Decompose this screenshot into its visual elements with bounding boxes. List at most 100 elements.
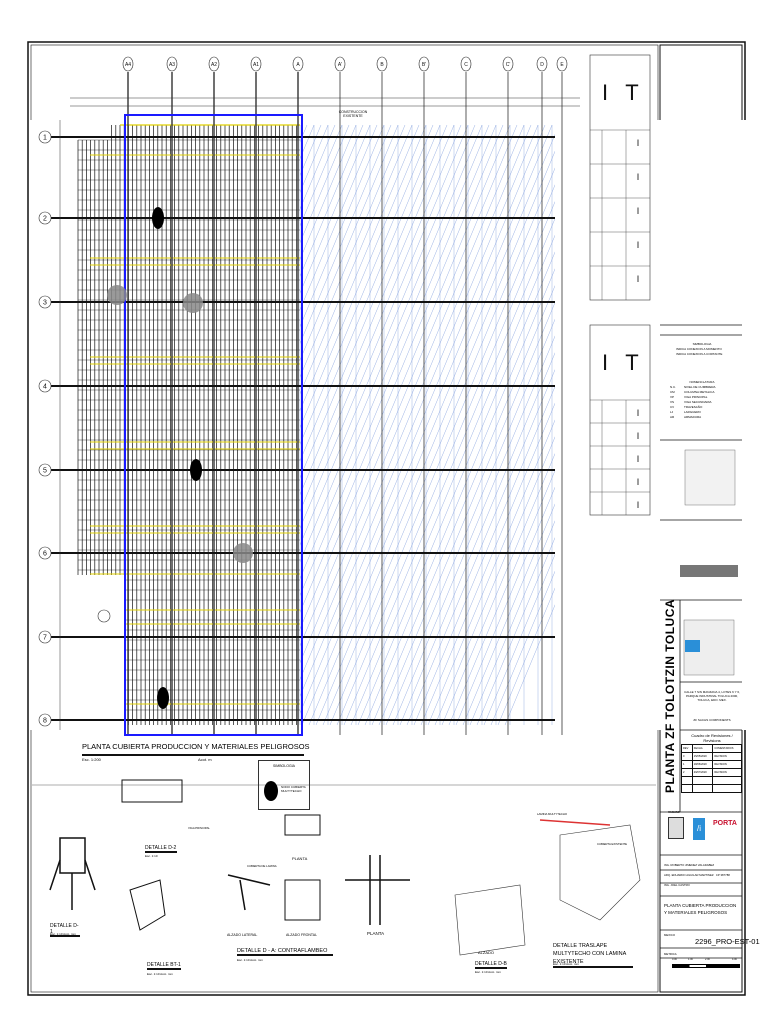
grid-column-label: A [296,62,300,68]
grid-row-label: 8 [43,718,47,725]
grid-bubble [166,56,178,72]
grid-bubble [376,56,388,72]
grid-column-label: A4 [125,62,131,68]
certification-logo [668,817,684,839]
client-name: ZF SACHS COMPONENTS [693,718,731,722]
nomenclature-code: CV [670,405,675,409]
reviewed-by: ARQ. EDUARDO AGUILAR MARTINEZ [664,873,714,877]
label-alzado-lateral: ALZADO LATERAL [227,933,258,937]
existing-hatch-line [301,124,553,726]
revision-cell [712,784,742,793]
label-planta-1: PLANTA [292,856,308,861]
label-planta-2: PLANTA [367,931,385,936]
grid-bubble [38,211,52,225]
section-icon: I [637,172,640,182]
section-icon: I [637,454,640,464]
signatures: ING. ROBERTO JIMENEZ VALADABEZ ARQ. EDUA… [664,860,742,890]
revision-cell: REVISION [712,768,742,777]
label-cubierta-existente: CUBIERTA EXISTENTE [597,842,628,846]
existing-hatch-line [315,124,567,726]
symbology-item: NODO CUBIERTA MULTYTECHO [281,785,306,793]
section-icon: I [637,274,640,284]
section-table [589,54,651,301]
grid-bubble [460,56,472,72]
revision-cell: FECHA [691,744,714,753]
revision-cell: 15/05/2020 [691,752,714,761]
detail-scale-db: Esc. 1:10 Acot. mm [475,970,501,974]
detail-title-da: DETALLE D - A: CONTRAFLAMBEO [237,948,333,956]
symbology-box: SIMBOLOGIA NODO CUBIERTA MULTYTECHO [258,760,310,810]
detail-title-d1: DETALLE D-1 [50,923,80,937]
drawing-number: 2296_PRO-EST-01 [695,937,760,946]
detail-title-traslape: DETALLE TRASLAPE MULTYTECHO CON LAMINA E… [553,942,633,968]
node-marker [190,459,202,481]
detail-planta-sketch [345,855,410,925]
grid-bubble [38,295,52,309]
label-alzado: ALZADO [478,950,495,955]
nomenclature-code: CM [670,390,675,394]
grid-column-label: A3 [169,62,175,68]
revision-row [681,776,742,785]
scale-tick: 1.00 [688,958,693,961]
grid-row-label: 6 [43,551,47,558]
nomenclature-desc: NIVEL DE CUMBRERA [684,385,716,389]
grid-bubble [97,609,111,623]
legend-simbologia: SIMBOLOGIA INDICA CONEXION A MOMENTO IND… [664,342,740,357]
nomenclature-code: LJ [670,410,674,414]
revision-cell [681,776,693,785]
section-icon: I [637,431,640,441]
drawing-title: PLANTA CUBIERTA PRODUCCION Y MATERIALES … [664,903,737,915]
existing-hatch-line [322,124,574,726]
section-icon: I [637,477,640,487]
revision-cell: REVISION [712,760,742,769]
node-marker [152,207,164,229]
grid-bubble [418,56,430,72]
scale-bar [672,964,740,968]
nomenclature-desc: COLUMNA METALICA [684,390,715,394]
section-icon: I [602,350,608,375]
grid-bubble [502,56,514,72]
revision-cell: 2 [681,768,693,777]
section-icon: I [637,138,640,148]
grid-column-label: A2 [211,62,217,68]
company-logo-icon: /i [693,818,705,840]
detail-lateral-sketch [227,874,271,911]
grid-bubble [292,56,304,72]
grid-column-label: A1 [253,62,259,68]
revisions-title: Cuadro de Revisiones / Revisions [691,733,733,743]
section-icon: I [602,80,608,105]
grid-bubble [38,463,52,477]
existing-hatch-line [287,124,539,726]
logo-porta: PORTA [713,820,737,827]
grid-bubble [250,56,262,72]
nomenclature-desc: VIGA PRINCIPAL [684,395,708,399]
grid-column-label: C' [506,62,511,68]
details-area [32,779,656,956]
detail-frontal-sketch [284,879,321,921]
nomenclature-item: CV TRAVESAÑO [664,405,740,410]
detail-bt1-sketch [129,879,166,931]
plan-units: Acot. m [198,757,212,762]
grid-bubble [38,630,52,644]
detail-title-bt1: DETALLE BT-1 [147,962,181,970]
scale-tick: 0.00 [672,958,677,961]
nomenclatura-title: NOMENCLATURA [689,380,715,384]
grid-column-label: B' [422,62,426,68]
frame-outline [124,114,303,736]
grid-bubble [334,56,346,72]
plan-title: PLANTA CUBIERTA PRODUCCION Y MATERIALES … [82,742,310,751]
site-thumbnail [684,449,736,506]
section-icon: T [625,350,638,375]
nomenclature-desc: TRAVESAÑO [684,405,703,409]
